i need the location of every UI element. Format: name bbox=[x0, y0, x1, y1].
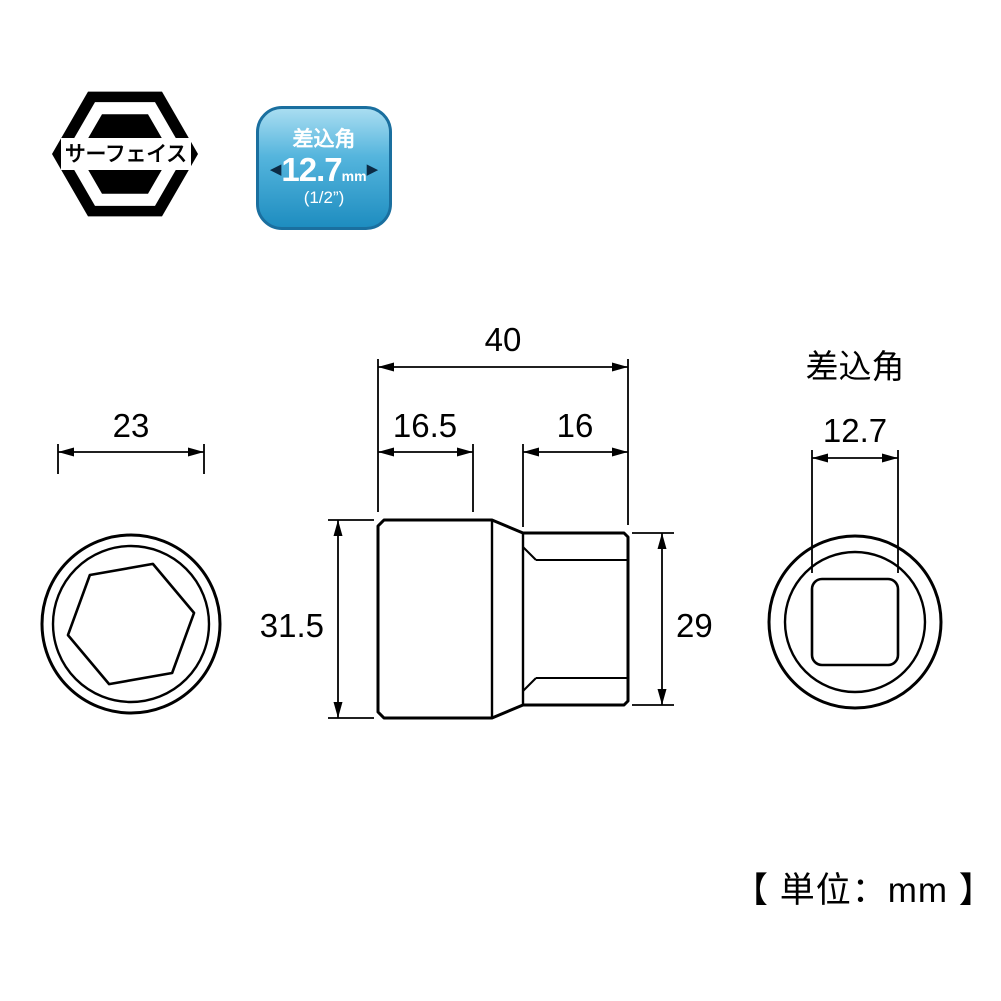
hexagon-emblem-icon bbox=[52, 91, 198, 217]
rear-view-label: 差込角 bbox=[806, 348, 905, 385]
badge-value-row: ◀ 12.7 mm ▶ bbox=[259, 153, 389, 186]
rear-view bbox=[767, 534, 943, 710]
dimension-drive-depth: 16 bbox=[522, 407, 628, 527]
unit-note: 【 単位：mm 】 bbox=[733, 871, 995, 910]
badge-fraction: (1/2”) bbox=[303, 188, 345, 208]
dim-23: 23 bbox=[113, 407, 150, 444]
side-view bbox=[376, 518, 630, 720]
dimension-head-diameter: 31.5 bbox=[260, 519, 374, 719]
dimension-square-width: 12.7 bbox=[811, 412, 899, 573]
drive-size-badge: 差込角 ◀ 12.7 mm ▶ (1/2”) bbox=[256, 106, 392, 230]
dimension-drive-diameter: 29 bbox=[632, 532, 713, 706]
dim-12-7: 12.7 bbox=[823, 412, 887, 449]
brand-name: サーフェイス bbox=[65, 143, 187, 166]
badge-value: 12.7 bbox=[281, 151, 342, 189]
right-arrow-icon: ▶ bbox=[366, 161, 379, 179]
brand-logo: サーフェイス bbox=[52, 91, 198, 217]
front-view bbox=[40, 533, 222, 715]
dimension-front-width: 23 bbox=[57, 407, 205, 474]
dim-31-5: 31.5 bbox=[260, 607, 324, 644]
dim-40: 40 bbox=[485, 321, 522, 358]
dimension-total-length: 40 bbox=[377, 321, 629, 525]
badge-unit: mm bbox=[341, 168, 367, 185]
left-arrow-icon: ◀ bbox=[269, 161, 282, 179]
badge-title: 差込角 bbox=[292, 127, 356, 151]
dimension-head-depth: 16.5 bbox=[378, 407, 474, 512]
dim-29: 29 bbox=[676, 607, 713, 644]
dim-16-5: 16.5 bbox=[393, 407, 457, 444]
dim-16: 16 bbox=[557, 407, 594, 444]
